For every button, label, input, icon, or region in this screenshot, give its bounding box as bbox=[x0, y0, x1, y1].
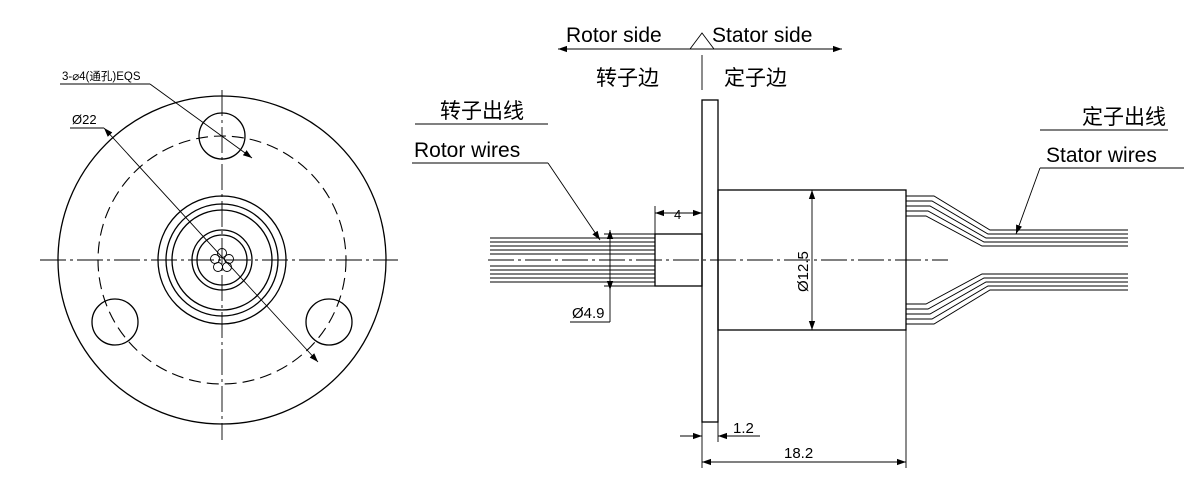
stator-side-label: Stator side bbox=[712, 24, 812, 47]
stator-wires-leader bbox=[1015, 167, 1041, 235]
stator-side-cn-label: 定子边 bbox=[724, 66, 787, 90]
dim-4-label: 4 bbox=[674, 207, 681, 222]
wire-4 bbox=[213, 262, 223, 272]
divider-peak bbox=[689, 32, 715, 50]
holes-callout: 3-⌀4(通孔)EQS bbox=[62, 70, 141, 83]
front-view: 3-⌀4(通孔)EQS Ø22 bbox=[40, 70, 398, 440]
flange-diameter-dimension-line bbox=[103, 127, 319, 363]
side-view: Rotor side Stator side 转子边 定子边 bbox=[412, 24, 1184, 468]
rotor-wire-bundle bbox=[490, 237, 655, 283]
rotor-side-label: Rotor side bbox=[566, 24, 662, 47]
rotor-wires-leader bbox=[547, 162, 601, 241]
dim-total-length-label: 18.2 bbox=[784, 445, 813, 462]
dim-flange-thickness-label: 1.2 bbox=[733, 420, 754, 437]
holes-leader bbox=[149, 83, 253, 159]
rotor-side-cn-label: 转子边 bbox=[596, 66, 659, 90]
dim-shaft-diameter-label: Ø4.9 bbox=[572, 305, 605, 322]
stator-wire-bundle bbox=[906, 195, 1128, 325]
flange-diameter-label: Ø22 bbox=[72, 112, 97, 127]
flange-plate bbox=[701, 99, 719, 423]
rotor-wires-cn-label: 转子出线 bbox=[440, 99, 524, 123]
flange-outer-circle bbox=[57, 95, 387, 425]
rotor-wires-en-label: Rotor wires bbox=[414, 139, 520, 162]
wire-5 bbox=[222, 262, 232, 272]
dim-body-diameter-label: Ø12.5 bbox=[795, 251, 812, 292]
rotor-shaft bbox=[654, 233, 703, 287]
stator-wires-cn-label: 定子出线 bbox=[1082, 105, 1166, 129]
stator-wires-en-label: Stator wires bbox=[1046, 144, 1157, 167]
wire-3 bbox=[224, 254, 234, 264]
